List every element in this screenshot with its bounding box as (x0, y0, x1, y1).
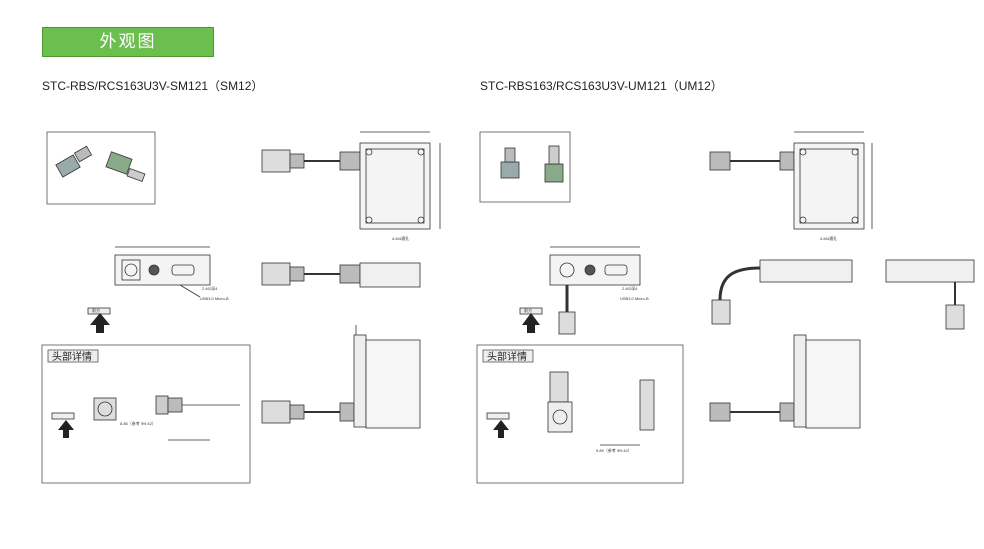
model-title-um12: STC-RBS163/RCS163U3V-UM121（UM12） (480, 79, 723, 93)
detail-note-left: 8.85（参考 Φ9.42） (120, 420, 156, 426)
top-view-left (261, 131, 441, 230)
usb-label-left: USB3.0 Micro-B (200, 296, 229, 301)
front-arrow-left (87, 307, 111, 333)
head-detail-drawing-right (486, 371, 655, 446)
usb-label-right: USB3.0 Micro-B (620, 296, 649, 301)
detail-title-left: 头部详情 (52, 350, 92, 363)
front-label-left: 前方 (92, 307, 100, 313)
product-photo-frame-left (46, 131, 156, 205)
thread-label-right: 2-M2深4 (622, 285, 638, 291)
back-view-left (261, 325, 421, 429)
head-detail-frame-left (41, 344, 251, 484)
mount-label-right: 4-M4通孔 (820, 235, 837, 241)
model-title-sm12: STC-RBS/RCS163U3V-SM121（SM12） (42, 79, 264, 93)
front-arrow-right (519, 307, 543, 333)
head-detail-drawing-left (51, 395, 240, 441)
side-view-left (261, 262, 421, 288)
front-view-right (549, 246, 641, 335)
back-view-right (709, 334, 861, 429)
head-detail-frame-right (476, 344, 684, 484)
camera-photo-right (500, 145, 564, 183)
product-photo-frame-right (479, 131, 571, 203)
thread-label-left: 2-M2深4 (202, 285, 218, 291)
front-view-left (114, 246, 211, 298)
top-view-right (709, 131, 873, 230)
detail-note-right: 9.89（参考 Φ9.42） (596, 447, 632, 453)
mount-label-left: 4-M4通孔 (392, 235, 409, 241)
section-title-banner: 外观图 (42, 27, 214, 57)
front-label-right: 前方 (524, 307, 532, 313)
side-view-right (711, 259, 975, 330)
detail-title-right: 头部详情 (487, 350, 527, 363)
camera-photo-left (55, 145, 146, 183)
